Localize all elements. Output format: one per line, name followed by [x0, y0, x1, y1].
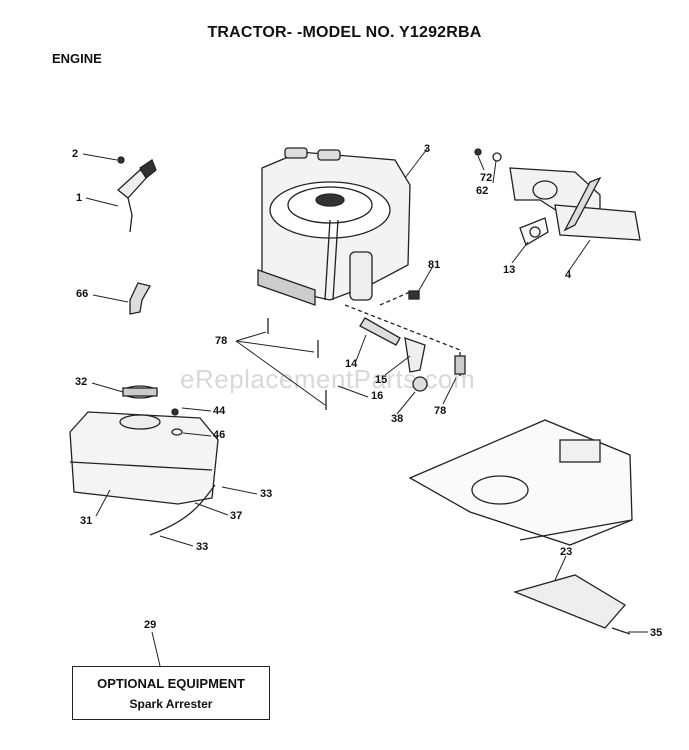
callout-14: 14 — [345, 358, 358, 370]
fuel-line-parts — [267, 290, 466, 410]
bracket-part — [129, 282, 151, 315]
callout-16: 16 — [371, 390, 384, 402]
optional-equipment-item: Spark Arrester — [129, 697, 213, 711]
callout-81: 81 — [428, 259, 441, 271]
callout-44: 44 — [213, 405, 226, 417]
leader-lines — [82, 148, 648, 667]
callout-29: 29 — [144, 619, 157, 631]
callout-13: 13 — [503, 264, 516, 276]
spark-arrester-part — [512, 574, 631, 635]
callout-33-upper: 33 — [260, 488, 273, 500]
throttle-control-part — [116, 156, 157, 233]
callout-78-left: 78 — [215, 335, 228, 347]
callout-78-right: 78 — [434, 405, 447, 417]
callout-15: 15 — [375, 374, 388, 386]
callout-46: 46 — [213, 429, 226, 441]
callout-62: 62 — [476, 185, 489, 197]
callout-37: 37 — [230, 510, 243, 522]
tractor-frame-part — [408, 419, 633, 546]
optional-equipment-box: OPTIONAL EQUIPMENT Spark Arrester — [72, 666, 270, 720]
callout-35: 35 — [650, 627, 663, 639]
callout-23: 23 — [560, 546, 573, 558]
callout-1: 1 — [76, 192, 83, 204]
callout-72: 72 — [480, 172, 493, 184]
callout-3: 3 — [424, 143, 431, 155]
page-title: TRACTOR- -MODEL NO. Y1292RBA — [207, 24, 482, 41]
engine-part — [257, 147, 411, 306]
callout-66: 66 — [76, 288, 89, 300]
section-label: ENGINE — [52, 51, 102, 66]
callout-31: 31 — [80, 515, 93, 527]
callout-38: 38 — [391, 413, 404, 425]
callout-4: 4 — [565, 269, 572, 281]
callout-32: 32 — [75, 376, 88, 388]
optional-equipment-heading: OPTIONAL EQUIPMENT — [97, 676, 245, 691]
fuel-tank-part — [69, 385, 219, 536]
callout-2: 2 — [72, 148, 79, 160]
callout-33-lower: 33 — [196, 541, 209, 553]
muffler-part — [474, 148, 641, 246]
